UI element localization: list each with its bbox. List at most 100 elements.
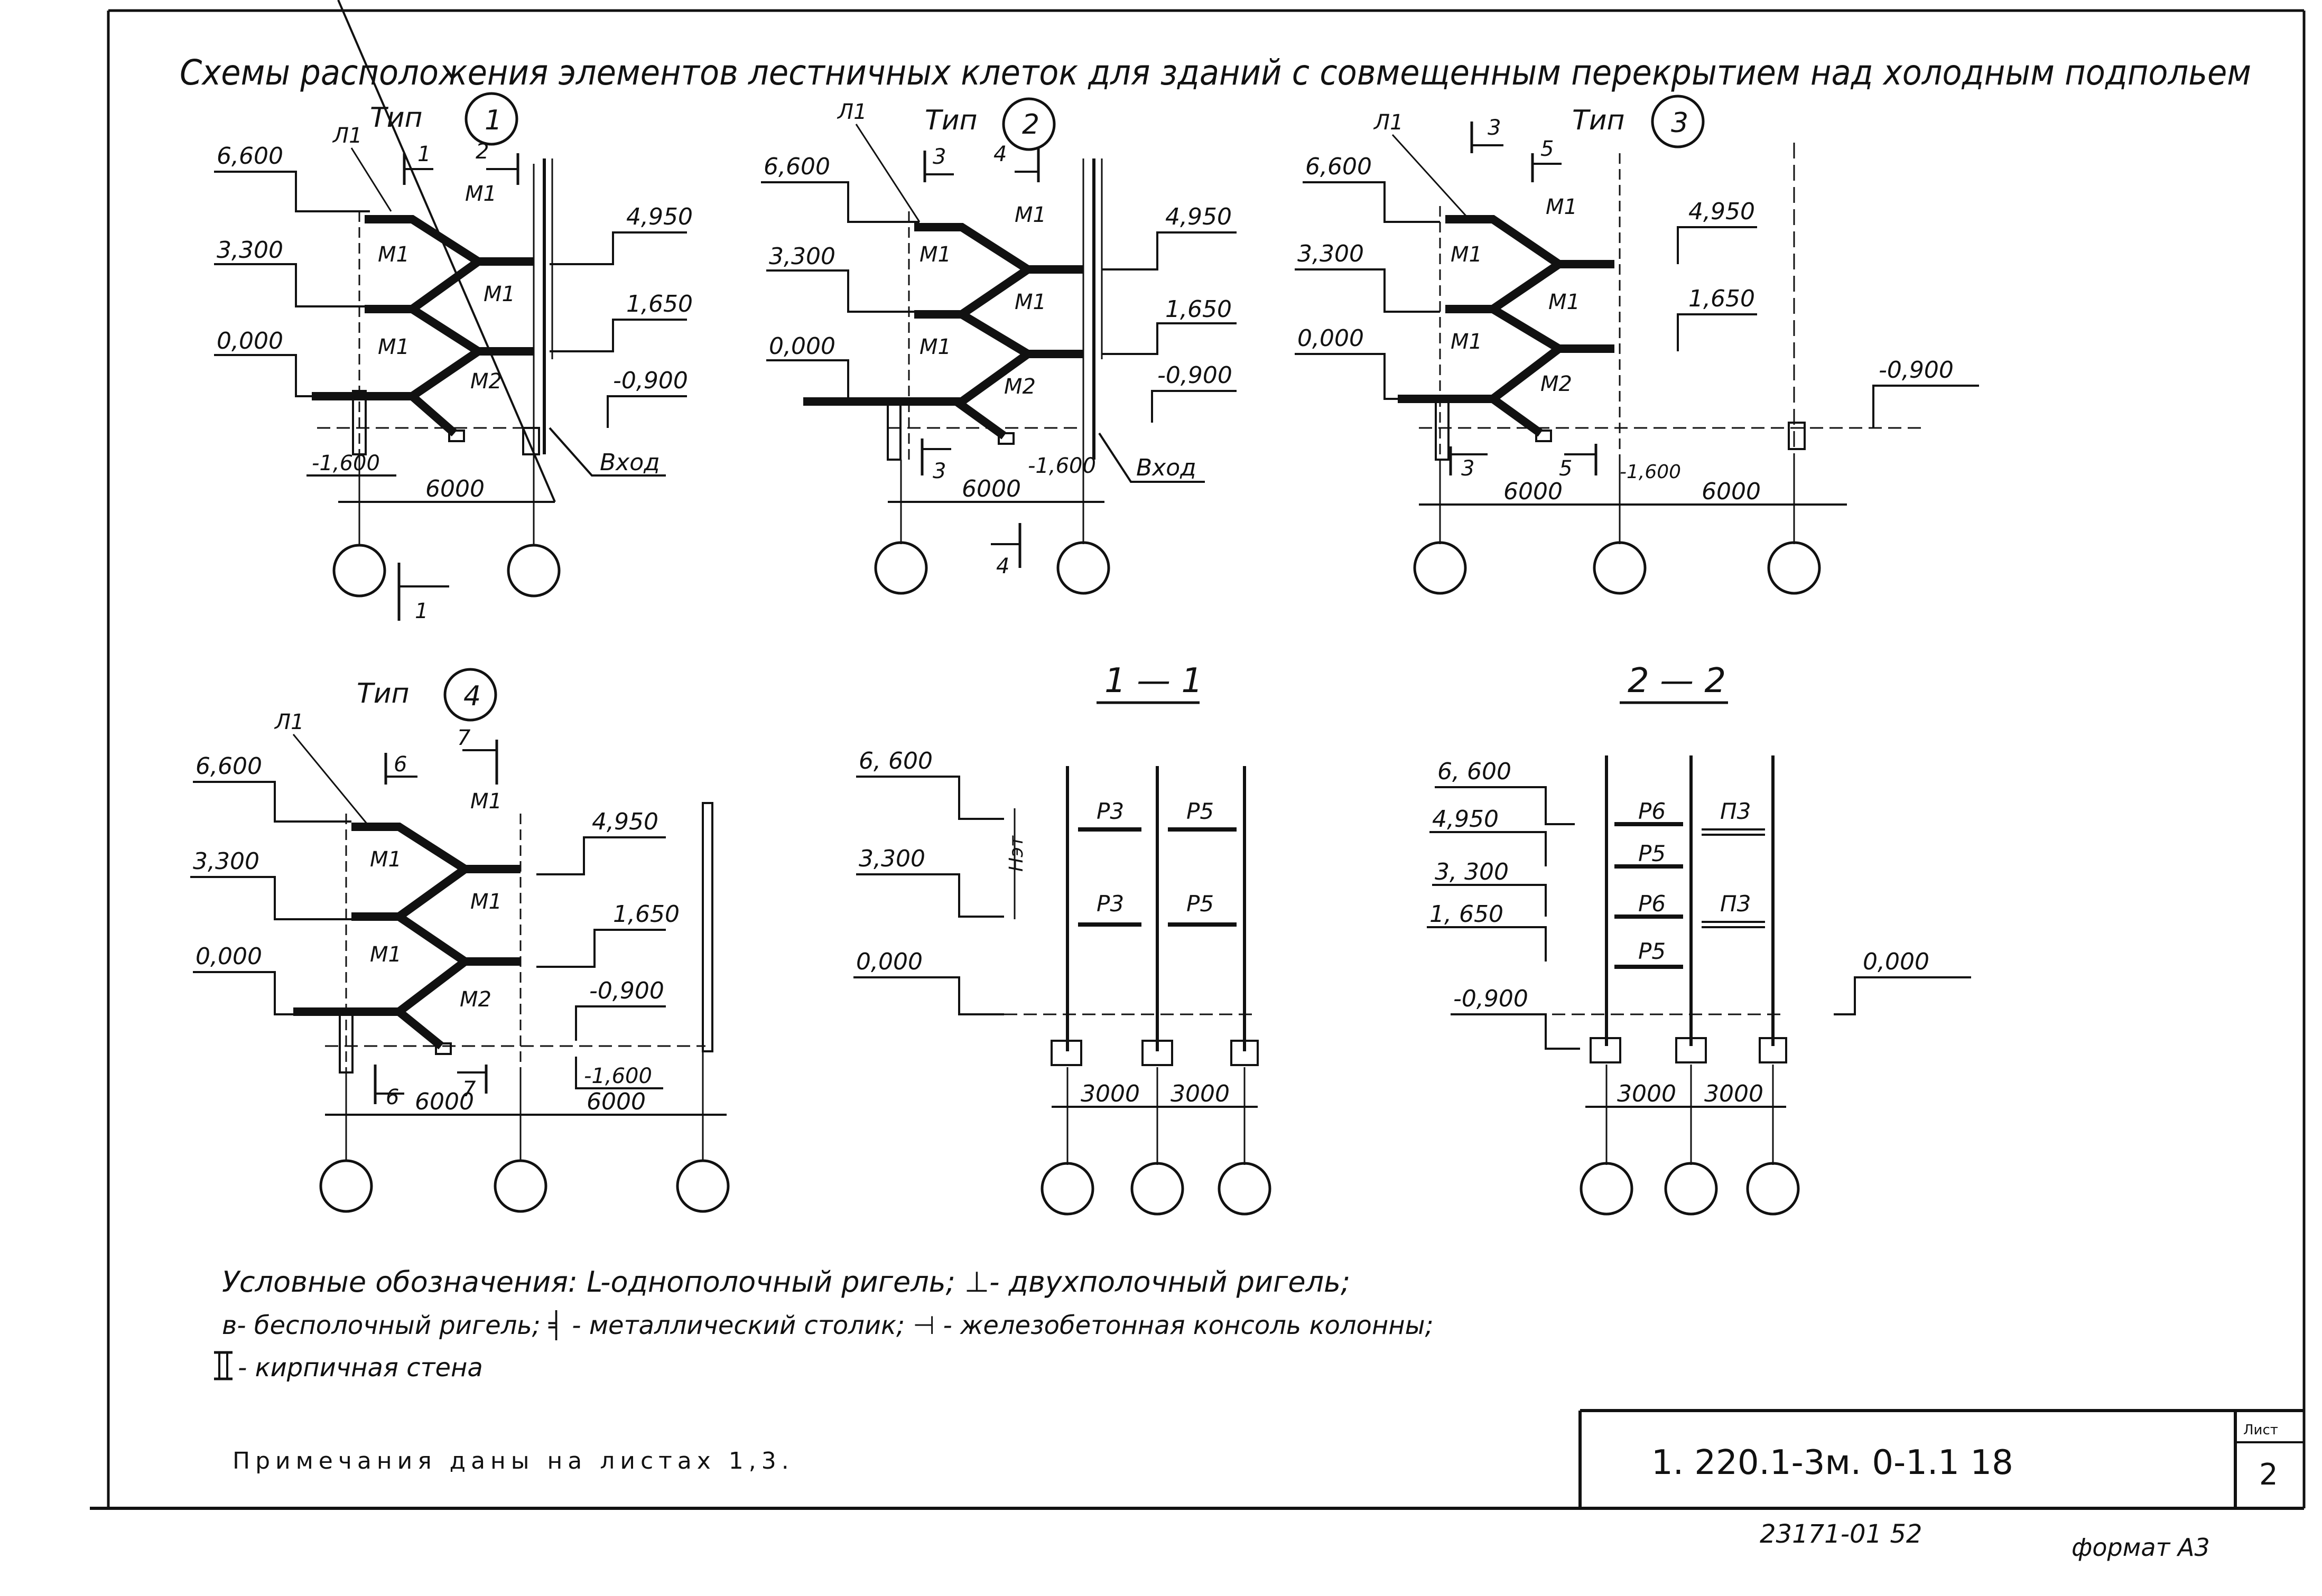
legend: Условные обозначения: L-однополочный риг… [214,1265,1434,1383]
section-cut-label: 3 [1488,116,1501,140]
level-mark: -0,900 [1157,362,1232,389]
level-mark: 1,650 [1688,285,1755,312]
span-dim: 6000 [425,475,485,502]
sheet-label: Лист [2243,1422,2278,1438]
level-mark: 0,000 [196,943,262,970]
section-title: 1 — 1 [1104,661,1203,701]
type-number-circle [465,92,518,146]
level-mark: 4,950 [1688,198,1755,225]
level-mark: 3,300 [769,243,835,270]
section-cut-label: 5 [1540,137,1554,161]
member-label: Р3 [1097,798,1124,824]
span-dim: 6000 [962,475,1021,502]
member-label: М1 [919,242,951,267]
member-label: Р3 [1097,891,1124,917]
type-number: 3 [1671,107,1688,139]
member-label: М1 [378,242,410,267]
type-label: Тип [370,102,423,134]
level-mark: 4,950 [592,808,658,835]
level-mark: 0,000 [1863,948,1929,975]
brick-wall-symbol [214,1351,233,1380]
level-mark: -0,900 [1453,985,1528,1012]
level-mark: 4,950 [626,203,693,230]
member-label: М1 [465,182,497,206]
section-1-1: 1 — 1 6, 600 3,300 0,000 Нэт Р3 Р5 Р3 Р5… [853,661,1271,1216]
level-mark: 0,000 [769,333,835,360]
level-mark: 6,600 [1305,153,1372,180]
level-mark: 6,600 [764,153,830,180]
level-mark: 3,300 [859,845,925,872]
span-dim: 6000 [587,1088,646,1115]
section-cut-label: 6 [394,752,407,777]
height-label: Нэт [1006,835,1027,872]
grid-axis-bubble [332,544,386,598]
member-label: М1 [1546,195,1577,219]
span-dim: 6000 [1702,478,1761,505]
member-label: М1 [484,282,515,306]
notes: Примечания даны на листах 1,3. [233,1448,794,1474]
level-mark: 6,600 [217,143,283,170]
section-title: 2 — 2 [1628,661,1726,701]
level-mark: 3, 300 [1435,858,1509,885]
sheet-format: формат А3 [2072,1533,2210,1562]
member-label: Л1 [332,124,363,148]
stair-flight [312,347,534,400]
level-mark: 3,300 [217,237,283,264]
span-dim: 3000 [1704,1080,1763,1107]
member-label: М1 [1548,290,1580,314]
member-label: Р5 [1186,891,1214,917]
level-mark: -1,600 [1620,461,1681,483]
type-number: 1 [485,105,502,136]
member-label: Р5 [1186,798,1214,824]
section-cut-label: 3 [1461,456,1474,481]
member-label: М1 [1015,203,1046,227]
member-label: М1 [470,890,502,914]
section-cut-label: 6 [386,1085,399,1109]
member-label: Р6 [1638,891,1666,917]
scheme-type-3: Тип 3 6,600 3,300 0,000 Л1 М1 М1 М1 М1 М… [1295,95,1979,595]
member-label: П3 [1720,798,1751,824]
member-label: М1 [378,335,410,359]
entry-label: Вход [1136,454,1196,481]
section-cut-label: 3 [933,459,946,483]
level-mark: 3,300 [1297,240,1364,267]
level-mark: 0,000 [217,328,283,354]
span-dim: 3000 [1171,1080,1230,1107]
section-cut-label: 3 [933,145,946,169]
title-block: 1. 220.1-3м. 0-1.1 18 Лист 2 [1578,1409,2304,1508]
member-label: М1 [370,847,402,872]
type-label: Тип [925,105,978,136]
level-mark: 6, 600 [859,748,933,774]
level-mark: 1,650 [613,901,680,928]
member-label: М1 [370,942,402,967]
member-label: Р5 [1638,938,1666,964]
level-mark: 6, 600 [1437,758,1511,785]
legend-line: Условные обозначения: L-однополочный риг… [222,1265,1350,1299]
level-mark: 1,650 [1165,296,1232,323]
entry-label: Вход [600,449,660,476]
span-dim: 3000 [1617,1080,1676,1107]
member-label: М1 [470,789,502,814]
section-cut-label: 4 [993,142,1007,166]
inventory-number: 23171-01 52 [1760,1519,1922,1549]
section-cut-label: 7 [462,1077,476,1102]
drawing-title: Схемы расположения элементов лестничных … [180,52,2251,93]
scheme-type-2: Тип 2 6,600 3,300 0,000 Л1 М1 М1 М1 М1 М… [761,97,1237,595]
legend-line: в- бесполочный ригель; ╡ - металлический… [222,1310,1434,1340]
level-mark: -0,900 [589,977,664,1004]
level-mark: -0,900 [1879,357,1954,384]
member-label: Р5 [1638,841,1666,866]
legend-line: - кирпичная стена [238,1353,483,1383]
section-cut-label: 1 [417,142,431,166]
member-label: М2 [470,369,502,394]
level-mark: 1, 650 [1429,901,1503,928]
type-label: Тип [1572,105,1625,136]
span-dim: 6000 [415,1088,474,1115]
section-2-2: 2 — 2 6, 600 4,950 3, 300 1, 650 -0,900 … [1427,661,1971,1216]
level-mark: -1,600 [584,1064,652,1088]
member-label: Р6 [1638,798,1666,824]
section-cut-label: 7 [457,726,471,750]
grid-axis-bubble [507,544,561,598]
sheet-number: 2 [2259,1458,2278,1492]
